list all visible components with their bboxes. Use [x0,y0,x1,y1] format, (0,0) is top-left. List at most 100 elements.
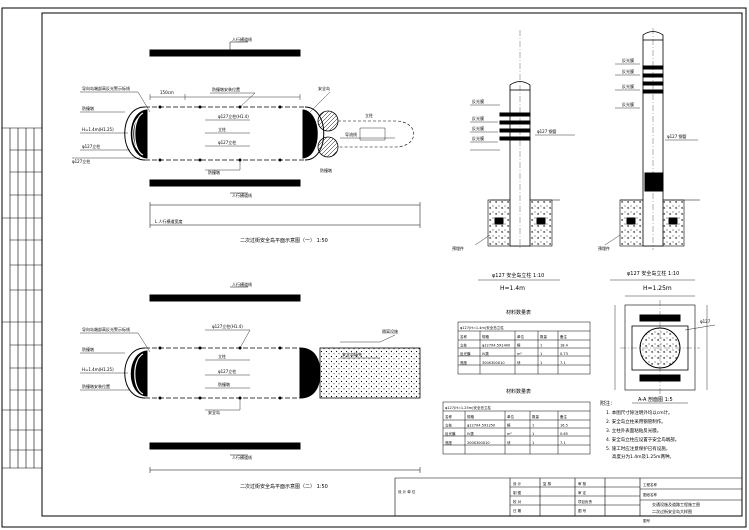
tb-cell-6: 校 对 [513,499,522,504]
table_1-cell: 根 [517,343,521,348]
section-callout: φ127 [700,319,711,324]
plan-view-top [72,41,421,228]
bottom-callout-6: 立柱 [218,353,226,359]
elev1-height: H=1.4m [500,285,525,292]
top-callout-7: φ127立柱(H1.4) [218,113,249,119]
bottom-plan-title: 二次过街安全岛平面示意图（二） 1:50 [240,483,328,490]
bottom-upper-road-label: 人行横道线 [232,281,252,287]
top-dim-label: 150cm [160,90,174,95]
table_2-cell: 数量 [532,414,540,419]
table_1-cell: 0.73 [560,352,568,356]
top-callout-2: 防撞墩 [82,105,94,111]
note-5-cont: 高度分为1.4m及1.25m两种。 [612,453,674,460]
top-plan-title: 二次过街安全岛平面示意图（一） 1:50 [240,237,328,244]
tb-drawing-label: 图纸名称 [643,492,657,497]
tb-drawing-name: 二次过街安全岛大样图 [652,508,692,514]
table_2-cell: 1 [532,424,534,428]
table-1-grid [457,321,591,375]
top-callout-10: 防撞墩 [208,169,220,175]
top-callout-3: H=1.4m(H1.25) [82,127,114,132]
title-block-grid [394,477,742,516]
elev2-callout-3: 反光膜 [622,83,634,89]
bottom-callout-9: 安全岛 [208,409,220,415]
bottom-callout-3: H=1.4m(H1.25) [82,367,114,372]
tb-cell-4: 制 图 [513,490,522,495]
table_2-cell: IV类 [467,431,474,436]
elev1-callout-1: 反光膜 [472,98,484,104]
table1-title: 材料数量表 [506,309,531,316]
tb-cell-1: 设 计 [513,481,522,486]
table_2-cell: 反光膜 [445,431,456,436]
note-1: 1. 本图尺寸除注明外均以cm计。 [606,409,673,416]
bottom-callout-5: φ127立柱(H1.4) [212,323,243,329]
top-callout-8: 立柱 [218,126,226,132]
table_1-cell: IV类 [482,351,489,356]
table-2-grid [442,401,591,455]
bottom-callout-4: 防撞墩安装位置 [82,383,110,389]
table_2-cell: 单位 [507,414,515,419]
table_2-cell: φ127X4.5X1250 [467,424,495,428]
top-upper-road-label: 人行横道线 [232,36,252,42]
elev1-callout-5: φ127 钢管 [537,128,557,134]
table2-caption: φ127(H=1.25m)安全岛立柱 [445,405,491,410]
table_2-cell: m² [507,432,512,436]
top-callout-12: 导流线 [345,131,357,137]
note-3: 3. 立柱外表面粘贴反光膜。 [606,427,661,434]
note-4: 4. 安全岛立柱应设置于安全岛端部。 [606,436,679,443]
table_2-cell: 立柱 [445,423,453,428]
table_1-cell: 1 [540,352,542,356]
notes-title: 附注： [600,400,615,407]
elev2-callout-4: 反光膜 [622,101,634,107]
table_1-cell: 规格 [482,334,490,339]
elev2-callout-2: 反光膜 [622,68,634,74]
title-block-design-unit: 设 计 单 位 [398,489,416,494]
top-scale-bar-label: L 人行横道宽度 [155,218,183,224]
elev1-callout-4: 反光膜 [472,135,484,141]
bottom-callout-1: 导向岛端部高反光警示标线 [82,326,130,332]
elev1-callout-3: 反光膜 [472,125,484,131]
table_1-cell: 1 [540,361,542,365]
top-callout-11: 安全岛 [318,85,330,91]
table_2-cell: 块 [507,440,511,445]
table_1-cell: 单位 [517,334,525,339]
bottom-lower-road-label: 人行横道线 [232,454,252,460]
top-callout-1: 导向岛端部高反光警示标线 [82,85,130,91]
top-callout-4: φ127立柱 [82,143,100,149]
tb-project-label: 工程名称 [643,482,657,487]
tb-cell-5: 审 定 [578,490,587,495]
table_1-cell: 块 [517,360,521,365]
plan-view-bottom [80,286,421,473]
left-title-strip [2,127,42,469]
elev1-callout-6: 预埋件 [452,245,464,251]
table_1-cell: 反光膜 [460,351,471,356]
elevation-view-1 [470,30,575,281]
inner-frame [41,12,743,517]
top-callout-13: 立柱 [365,112,373,118]
top-callout-6: 防撞墩安装位置 [212,86,240,92]
bottom-callout-2: 防撞墩 [82,346,94,352]
tb-project-name: 交通设施及道路工程施工图 [652,501,700,507]
elev2-callout-6: 预埋件 [598,245,610,251]
elev2-title: φ127 安全岛立柱 1:10 [627,270,679,277]
table1-caption: φ127(H=1.4m)安全岛立柱 [460,325,504,330]
top-callout-14: 防撞墩 [320,167,332,173]
table_1-cell: 300X300X10 [482,361,505,365]
table_1-cell: φ127X4.5X1400 [482,344,510,348]
table_2-cell: 备注 [560,414,568,419]
table_2-cell: 1 [532,441,534,445]
table_2-cell: 1 [532,432,534,436]
elev2-callout-5: φ127 钢管 [667,133,687,139]
table_1-cell: 7.1 [560,361,566,365]
table2-title: 材料数量表 [506,388,531,395]
section-title: A-A 剖面图 1:5 [638,396,673,403]
table_2-cell: 根 [507,423,511,428]
elev2-height: H=1.25m [643,285,672,292]
top-callout-9: φ127立柱 [218,139,236,145]
note-2: 2. 安全岛立柱采用钢管制作。 [606,418,666,425]
bottom-callout-11: 安全岛填充 [342,351,362,357]
table_2-cell: 规格 [467,414,475,419]
elevation-view-2 [604,28,700,281]
table_2-cell: 名称 [445,414,453,419]
note-5: 5. 施工时应注意保护已有设施， [606,445,670,452]
